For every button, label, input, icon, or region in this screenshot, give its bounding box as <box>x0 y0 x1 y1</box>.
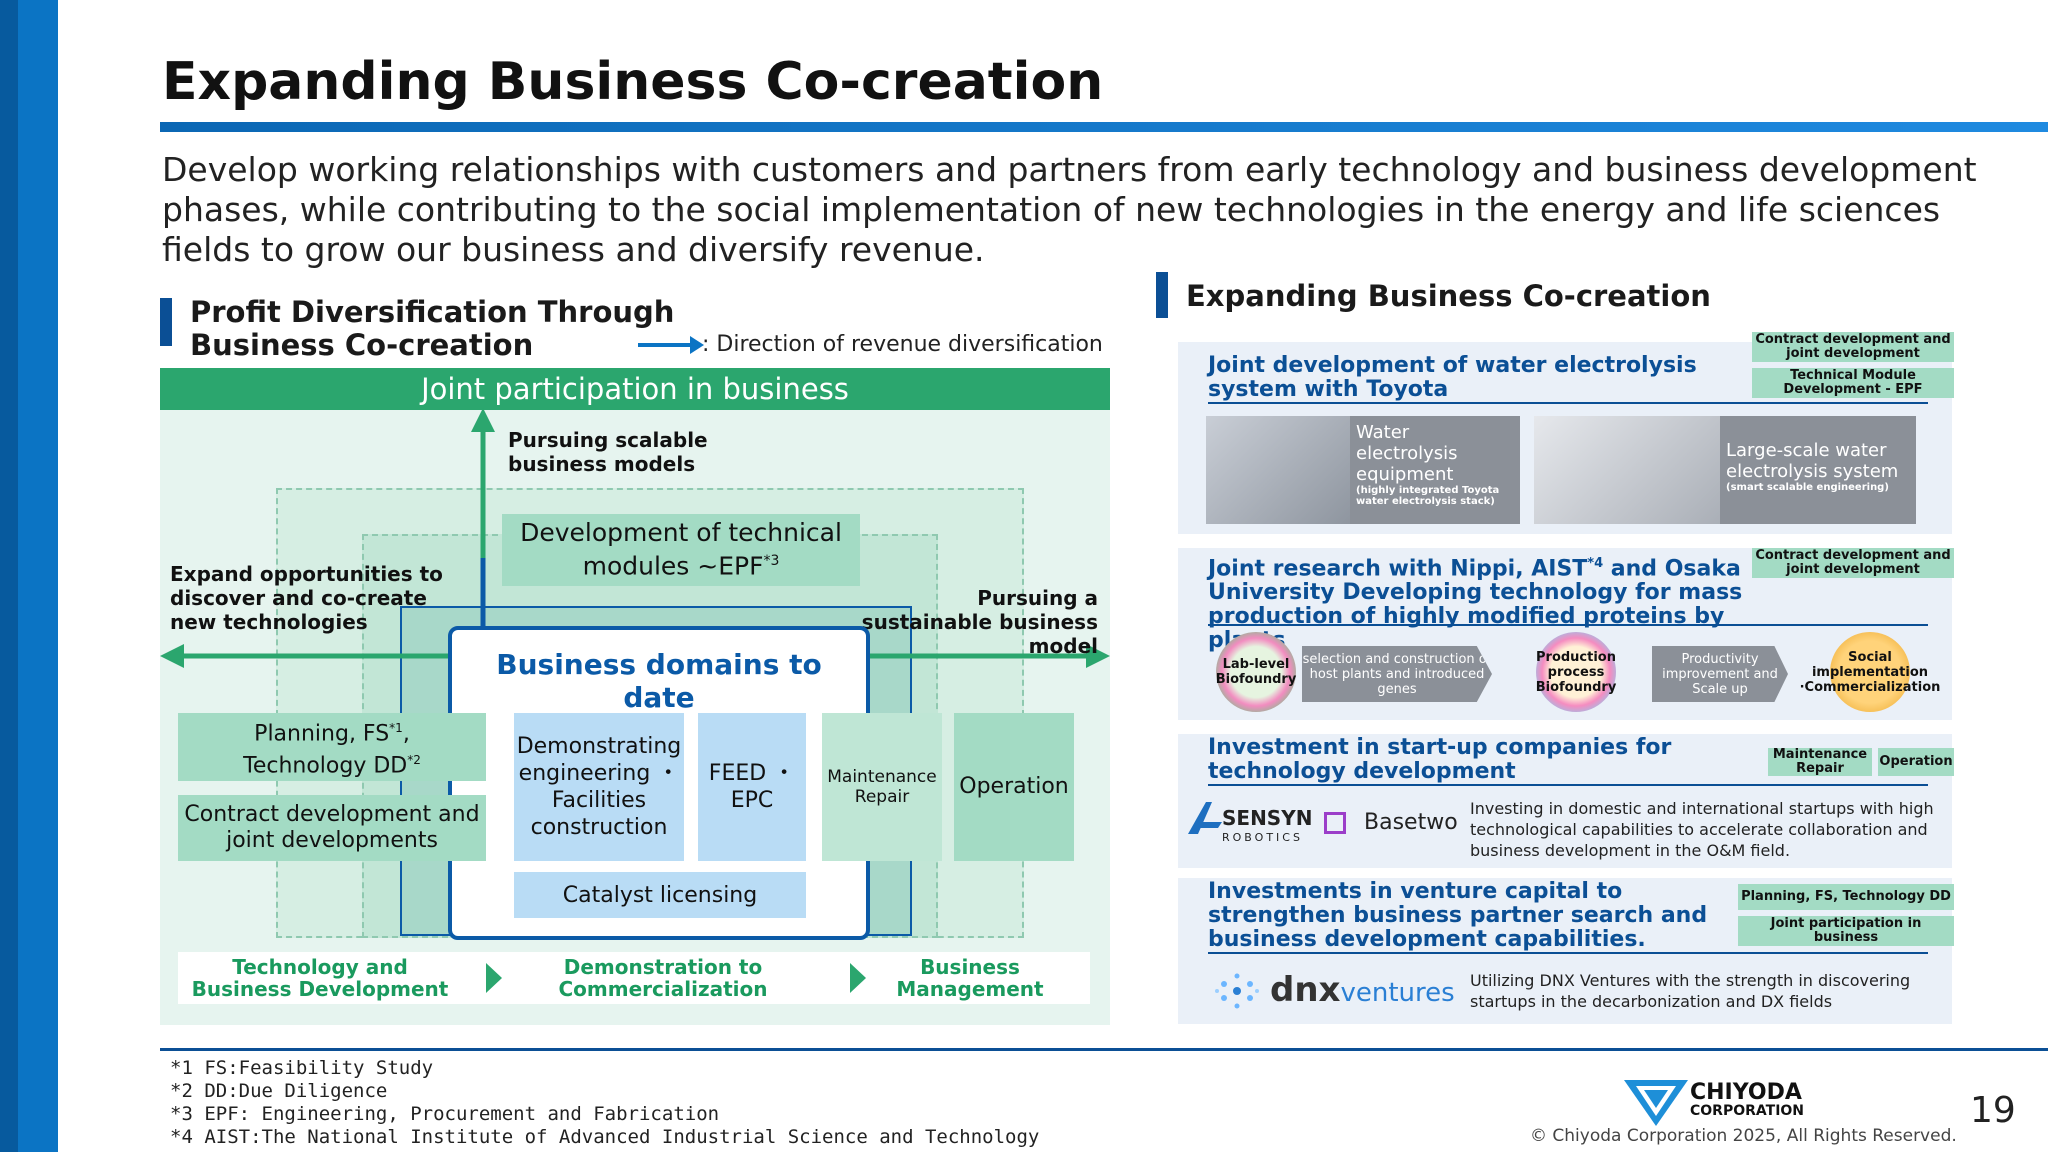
page-title: Expanding Business Co-creation <box>162 52 1104 112</box>
card-rule <box>1208 624 1928 626</box>
sensyn-logo-icon <box>1188 802 1222 834</box>
vertical-diversification-arrow <box>471 408 495 640</box>
basetwo-logo: Basetwo <box>1364 810 1458 835</box>
right-section-heading: Expanding Business Co-creation <box>1186 279 1711 313</box>
card-rule <box>1208 952 1928 954</box>
pursuing-scalable-label: Pursuing scalable business models <box>508 428 708 476</box>
joint-participation-bar: Joint participation in business <box>160 368 1110 410</box>
footnote-3: *3 EPF: Engineering, Procurement and Fab… <box>170 1103 720 1125</box>
intro-text: Develop working relationships with custo… <box>162 150 1977 269</box>
flow-social-implementation: Social implementation ·Commercialization <box>1800 632 1940 712</box>
card-rule <box>1208 402 1928 404</box>
chiyoda-logo-icon <box>1624 1080 1688 1126</box>
phase-business-management: Business Management <box>896 955 1044 1001</box>
basetwo-logo-icon <box>1324 812 1346 834</box>
operation-box: Operation <box>954 713 1074 861</box>
tag-maintenance-repair: Maintenance Repair <box>1768 748 1872 776</box>
venture-card-title: Investments in venture capital to streng… <box>1208 879 1708 952</box>
tag-joint-participation: Joint participation in business <box>1738 916 1954 946</box>
footnote-1: *1 FS:Feasibility Study <box>170 1057 434 1079</box>
flow-lab-biofoundry: Lab-level Biofoundry <box>1216 632 1296 712</box>
maintenance-repair-box: Maintenance Repair <box>822 713 942 861</box>
tag-operation: Operation <box>1878 748 1954 776</box>
business-domains-title: Business domains to date <box>496 648 822 714</box>
expand-opportunities-label: Expand opportunities to discover and co-… <box>170 562 443 634</box>
flow-selection-construction: selection and construction of host plant… <box>1302 646 1492 702</box>
brand-side-bar-dark <box>0 0 18 1152</box>
copyright: © Chiyoda Corporation 2025, All Rights R… <box>1530 1126 1957 1146</box>
electrolysis-equipment-caption: Water electrolysis equipment (highly int… <box>1350 416 1520 524</box>
large-scale-system-photo <box>1534 416 1724 524</box>
chiyoda-logo: CHIYODA CORPORATION <box>1690 1080 1805 1120</box>
nippi-card-title: Joint research with Nippi, AIST*4 and Os… <box>1208 556 1743 653</box>
startup-card-body: Investing in domestic and international … <box>1470 799 1934 860</box>
section-marker <box>160 298 172 346</box>
left-section-heading: Profit Diversification Through Business … <box>190 295 675 362</box>
tag-contract-development: Contract development and joint developme… <box>1752 548 1954 578</box>
tag-contract-development: Contract development and joint developme… <box>1752 332 1954 362</box>
footnote-4: *4 AIST:The National Institute of Advanc… <box>170 1126 1040 1148</box>
feed-epc-box: FEED ・EPC <box>698 713 806 861</box>
startup-card-title: Investment in start-up companies for tec… <box>1208 735 1672 784</box>
legend-text: : Direction of revenue diversification <box>702 332 1103 357</box>
flow-productivity-improvement: Productivity improvement and Scale up <box>1652 646 1788 702</box>
phase-chevron-icon <box>850 963 866 993</box>
electrolysis-equipment-photo <box>1206 416 1356 524</box>
tag-planning-fs: Planning, FS, Technology DD <box>1738 884 1954 910</box>
contract-development-box: Contract development and joint developme… <box>178 795 486 861</box>
large-scale-system-caption: Large-scale water electrolysis system (s… <box>1720 416 1916 524</box>
section-marker <box>1156 272 1168 318</box>
phase-demonstration: Demonstration to Commercialization <box>558 955 768 1001</box>
phase-bar <box>178 952 1090 1004</box>
footnote-2: *2 DD:Due Diligence <box>170 1080 388 1102</box>
planning-fs-box: Planning, FS*1,Technology DD*2 <box>178 713 486 781</box>
footnotes: *1 FS:Feasibility Study *2 DD:Due Dilige… <box>170 1057 1039 1149</box>
dnx-logo: dnxventures <box>1270 970 1455 1010</box>
epf-module-box: Development of technical modules ~EPF*3 <box>502 514 860 586</box>
phase-chevron-icon <box>486 963 502 993</box>
demonstrating-engineering-box: Demonstrating engineering ・Facilities co… <box>514 713 684 861</box>
tag-technical-module: Technical Module Development - EPF <box>1752 368 1954 398</box>
legend-arrow-icon <box>638 336 704 354</box>
sensyn-logo: SENSYN ROBOTICS <box>1222 806 1313 844</box>
flow-production-biofoundry: Production process Biofoundry <box>1536 632 1616 712</box>
venture-card-body: Utilizing DNX Ventures with the strength… <box>1470 971 1911 1011</box>
page-number: 19 <box>1970 1090 2016 1131</box>
toyota-card-title: Joint development of water electrolysis … <box>1208 353 1697 402</box>
catalyst-licensing-box: Catalyst licensing <box>514 872 806 918</box>
phase-technology: Technology and Business Development <box>191 955 449 1001</box>
dnx-logo-icon <box>1215 973 1259 1009</box>
footer-rule <box>160 1048 2048 1051</box>
pursuing-sustainable-label: Pursuing a sustainable business model <box>861 586 1098 658</box>
title-underline <box>160 122 2048 132</box>
card-rule <box>1208 784 1928 786</box>
